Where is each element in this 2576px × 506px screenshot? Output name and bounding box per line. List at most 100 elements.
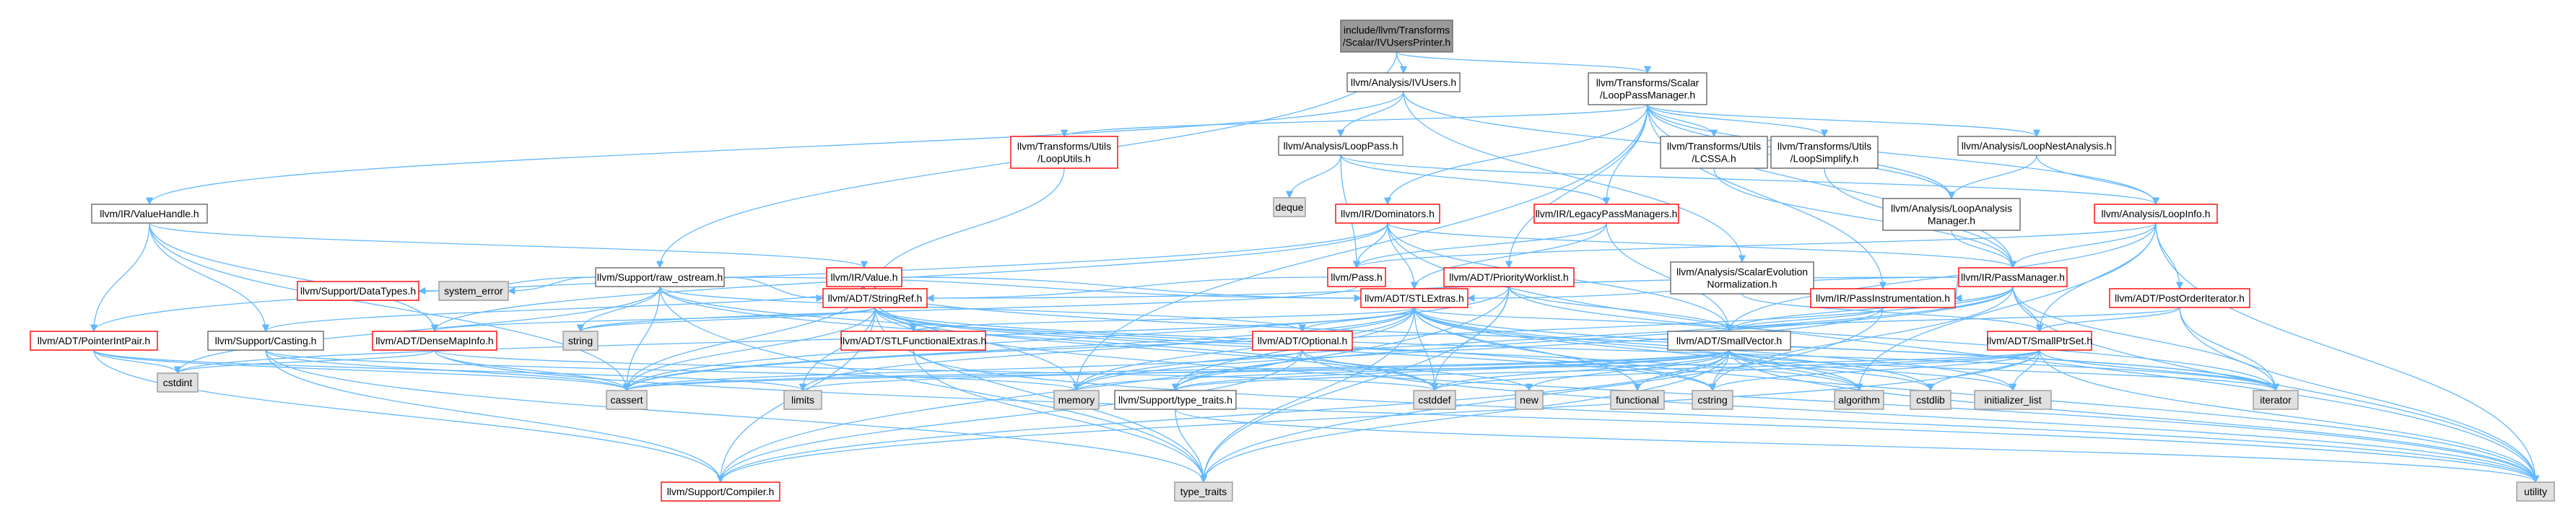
node-loopsimplify[interactable]: llvm/Transforms/Utils/LoopSimplify.h [1770,136,1879,169]
node-label-priorityworklist-0: llvm/ADT/PriorityWorklist.h [1449,271,1568,283]
node-label-loopinfo-0: llvm/Analysis/LoopInfo.h [2102,208,2211,219]
node-label-cstdint-0: cstdint [163,377,193,388]
node-legacypm[interactable]: llvm/IR/LegacyPassManagers.h [1533,204,1679,224]
node-box-postorder [2109,288,2250,308]
node-smallvector[interactable]: llvm/ADT/SmallVector.h [1667,331,1791,351]
node-label-pass-0: llvm/Pass.h [1331,271,1383,283]
node-valuehandle[interactable]: llvm/IR/ValueHandle.h [91,204,208,224]
edge-smallvector-to-cstddef [1430,349,1730,392]
edge-legacypm-to-pass [1352,222,1607,269]
node-stringref[interactable]: llvm/ADT/StringRef.h [822,288,928,308]
node-box-looppassmgr [1588,72,1707,105]
node-box-priorityworklist [1443,267,1575,287]
node-cassert: cassert [606,390,648,410]
node-postorder[interactable]: llvm/ADT/PostOrderIterator.h [2109,288,2250,308]
node-ivusers[interactable]: llvm/Analysis/IVUsers.h [1346,72,1461,92]
node-box-irvalue [826,267,902,287]
edge-dominators-to-stlextras [1387,222,1419,290]
edge-passmanager-to-cstring [1708,286,2014,392]
node-label-looppassmgr-1: /LoopPassManager.h [1600,90,1695,101]
edge-stringref-to-string [577,307,876,333]
node-stlextras[interactable]: llvm/ADT/STLExtras.h [1360,288,1468,308]
edge-legacypm-to-stlextras [1410,222,1607,290]
edge-smallvector-to-type_traits [1199,349,1730,484]
node-irvalue[interactable]: llvm/IR/Value.h [826,267,902,287]
node-box-limits [783,390,822,410]
edge-priorityworklist-to-smallvector [1508,286,1733,333]
edge-pointerintpair-to-cassert [93,349,630,392]
node-casting[interactable]: llvm/Support/Casting.h [207,331,324,351]
node-rawostream[interactable]: llvm/Support/raw_ostream.h [595,267,725,287]
node-looppass[interactable]: llvm/Analysis/LoopPass.h [1278,136,1404,156]
edge-rawostream-to-cstring [659,286,1717,392]
node-box-passinstr [1810,288,1956,308]
node-box-loopinfo [2094,204,2218,224]
node-optional[interactable]: llvm/ADT/Optional.h [1252,331,1353,351]
edge-smallvector-to-iterator [1728,349,2279,392]
node-pass[interactable]: llvm/Pass.h [1327,267,1386,287]
node-iterator: iterator [2253,390,2299,410]
node-label-root-0: include/llvm/Transforms [1344,25,1450,36]
node-label-system_error-0: system_error [444,285,503,297]
node-root: include/llvm/Transforms/Scalar/IVUsersPr… [1340,19,1453,53]
node-string: string [562,331,599,351]
edge-rawostream-to-string [576,286,661,333]
edge-looppassmgr-to-passmanager [1647,104,2017,269]
node-looputils[interactable]: llvm/Transforms/Utils/LoopUtils.h [1010,136,1118,169]
node-box-cstddef [1413,390,1456,410]
node-label-stlfunctional-0: llvm/ADT/STLFunctionalExtras.h [840,335,986,346]
node-pointerintpair[interactable]: llvm/ADT/PointerIntPair.h [30,331,158,351]
node-lcssa[interactable]: llvm/Transforms/Utils/LCSSA.h [1660,136,1768,169]
node-algorithm: algorithm [1834,390,1884,410]
edge-loopinfo-to-pass [1353,222,2157,269]
edge-stlfunctional-to-utility [913,349,2539,484]
node-box-cstdint [157,372,199,393]
node-box-valuehandle [91,204,208,224]
node-label-algorithm-0: algorithm [1838,394,1880,406]
node-passinstr[interactable]: llvm/IR/PassInstrumentation.h [1810,288,1956,308]
node-loopnest[interactable]: llvm/Analysis/LoopNestAnalysis.h [1957,136,2116,156]
node-box-smallptrset [1987,331,2092,351]
node-box-pointerintpair [30,331,158,351]
node-box-cstring [1692,390,1733,410]
edge-loopnest-to-loopanalysismgr [1947,154,2037,200]
edge-smallvector-to-utility [1728,349,2540,484]
edge-stringref-to-densemapinfo [431,307,876,333]
node-loopinfo[interactable]: llvm/Analysis/LoopInfo.h [2094,204,2218,224]
edge-loopanalysismgr-to-passmanager [1951,230,2017,269]
edge-valuehandle-to-densemapinfo [149,222,439,333]
edge-stringref-to-iterator [874,307,2279,392]
edge-lcssa-to-passmanager [1713,167,2017,269]
edge-priorityworklist-to-iterator [1508,286,2280,392]
node-label-scevnorm-0: llvm/Analysis/ScalarEvolution [1676,266,1808,278]
node-dominators[interactable]: llvm/IR/Dominators.h [1335,204,1440,224]
edge-passmanager-to-smallvector [1725,286,2014,333]
node-datatypes[interactable]: llvm/Support/DataTypes.h [297,281,419,301]
node-utility: utility [2516,481,2555,502]
node-passmanager[interactable]: llvm/IR/PassManager.h [1958,267,2068,287]
node-typetraitsh[interactable]: llvm/Support/type_traits.h [1114,390,1237,410]
node-box-passmanager [1958,267,2068,287]
edge-postorder-to-utility [2179,307,2540,484]
edge-densemapinfo-to-cstddef [434,349,1438,392]
node-box-string [562,331,599,351]
node-stlfunctional[interactable]: llvm/ADT/STLFunctionalExtras.h [840,331,986,351]
edge-stlextras-to-smallvector [1414,307,1733,333]
node-label-optional-0: llvm/ADT/Optional.h [1258,335,1347,346]
node-scevnorm[interactable]: llvm/Analysis/ScalarEvolutionNormalizati… [1670,261,1814,295]
node-label-scevnorm-1: Normalization.h [1707,279,1777,290]
edge-looppassmgr-to-lcssa [1647,104,1718,138]
node-looppassmgr[interactable]: llvm/Transforms/Scalar/LoopPassManager.h [1588,72,1707,105]
node-label-looppass-0: llvm/Analysis/LoopPass.h [1284,140,1398,152]
node-smallptrset[interactable]: llvm/ADT/SmallPtrSet.h [1987,331,2092,351]
edge-smallvector-to-limits [799,349,1730,392]
node-new: new [1515,390,1544,410]
node-densemapinfo[interactable]: llvm/ADT/DenseMapInfo.h [372,331,497,351]
edge-ivusers-to-scevnorm [1403,91,1746,263]
node-box-type_traits [1174,481,1233,502]
node-compiler[interactable]: llvm/Support/Compiler.h [661,481,780,502]
edge-smallvector-to-cstdlib [1728,349,1935,392]
node-label-looppassmgr-0: llvm/Transforms/Scalar [1596,77,1700,89]
node-priorityworklist[interactable]: llvm/ADT/PriorityWorklist.h [1443,267,1575,287]
